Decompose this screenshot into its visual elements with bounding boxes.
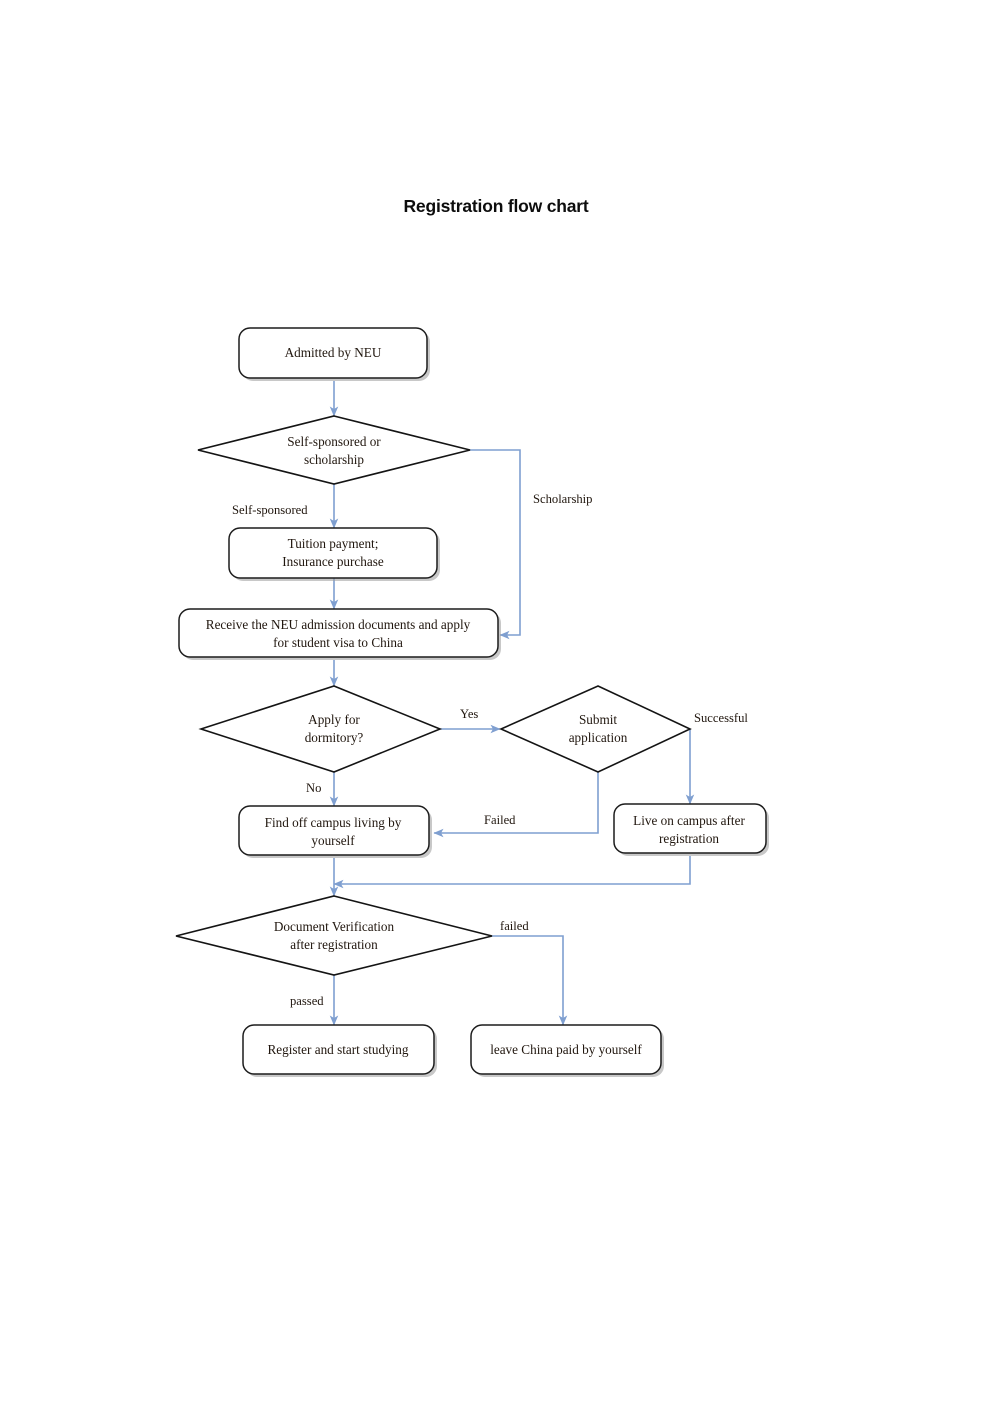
node-label-line1: Document Verification [274,919,395,934]
node-label-line2: registration [659,831,719,846]
edge-label-no: No [306,781,321,795]
connector-submit-to-offcampus-failed [433,772,599,838]
node-box [178,608,499,658]
node-leave-china[interactable]: leave China paid by yourself [470,1024,664,1077]
node-diamond [175,895,493,976]
node-label-line2: application [569,730,628,745]
node-box [470,1024,662,1075]
node-label-line1: Live on campus after [633,813,745,828]
node-tuition-payment[interactable]: Tuition payment; Insurance purchase [228,527,440,581]
node-self-sponsored-or-scholarship[interactable]: Self-sponsored or scholarship [197,415,471,485]
node-label-line1: Submit [579,712,617,727]
connector-oncampus-to-verification [333,856,691,889]
node-apply-for-dormitory[interactable]: Apply for dormitory? [198,685,443,773]
node-diamond [499,685,692,773]
node-register-and-start-studying[interactable]: Register and start studying [242,1024,437,1077]
node-label-line2: Insurance purchase [282,554,384,569]
node-box [238,805,430,856]
node-label-line2: after registration [290,937,378,952]
node-label-line1: Find off campus living by [265,815,402,830]
edge-label-yes: Yes [460,707,478,721]
edge-label-failed-upper: Failed [484,813,516,827]
node-find-off-campus-living[interactable]: Find off campus living by yourself [238,805,432,858]
node-label: Register and start studying [267,1042,408,1057]
node-label: leave China paid by yourself [490,1042,642,1057]
node-label-line1: Self-sponsored or [287,434,381,449]
node-document-verification[interactable]: Document Verification after registration [175,895,493,976]
node-diamond [197,415,471,485]
page-title: Registration flow chart [403,196,589,216]
node-label-line2: for student visa to China [273,635,403,650]
edge-label-self-sponsored: Self-sponsored [232,503,308,517]
connector-sponsor-to-documents-scholarship [470,449,521,640]
node-receive-admission-documents[interactable]: Receive the NEU admission documents and … [178,608,501,660]
node-label-line2: yourself [311,833,355,848]
node-label-line2: dormitory? [305,730,364,745]
node-box [228,527,438,579]
edge-label-scholarship: Scholarship [533,492,592,506]
connector-verification-to-leave-failed [492,935,568,1026]
node-box [613,803,767,854]
edge-label-successful: Successful [694,711,748,725]
node-label-line1: Apply for [308,712,360,727]
edge-label-passed: passed [290,994,324,1008]
node-submit-application[interactable]: Submit application [499,685,692,773]
node-label-line1: Tuition payment; [288,536,379,551]
edge-label-failed-lower: failed [500,919,529,933]
node-admitted-by-neu[interactable]: Admitted by NEU [238,327,430,381]
node-live-on-campus[interactable]: Live on campus after registration [613,803,769,856]
node-diamond [198,685,443,773]
node-box [238,327,428,379]
node-box [242,1024,435,1075]
node-label: Admitted by NEU [285,345,382,360]
node-label-line2: scholarship [304,452,364,467]
node-label-line1: Receive the NEU admission documents and … [206,617,471,632]
